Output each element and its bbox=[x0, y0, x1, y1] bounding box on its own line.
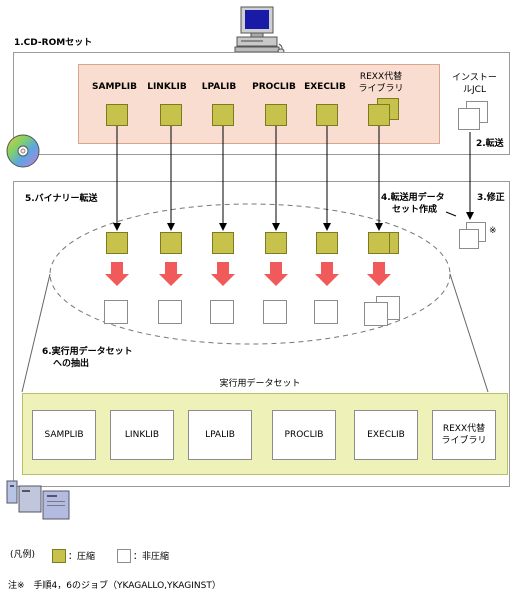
extract-label: への抽出 bbox=[53, 359, 90, 369]
create-ds-label: 4.転送用データ bbox=[381, 193, 445, 203]
lib-label: EXECLIB bbox=[304, 82, 346, 92]
lib-label: LPALIB bbox=[201, 82, 237, 92]
uncompressed-square bbox=[263, 300, 287, 324]
exec-ds-box: LPALIB bbox=[188, 410, 252, 460]
install-jcl-label: ルJCL bbox=[463, 85, 486, 95]
legend-title: (凡例) bbox=[10, 550, 36, 560]
exec-ds-name: LPALIB bbox=[205, 430, 235, 440]
exec-ds-name: SAMPLIB bbox=[44, 430, 84, 440]
binary-transfer-label: 5.バイナリー転送 bbox=[25, 194, 98, 204]
legend-compressed-swatch bbox=[52, 549, 66, 563]
compressed-square bbox=[265, 104, 287, 126]
lib-label: LINKLIB bbox=[147, 82, 187, 92]
uncompressed-square bbox=[314, 300, 338, 324]
exec-ds-title: 実行用データセット bbox=[219, 379, 301, 389]
compressed-square bbox=[265, 232, 287, 254]
extract-label: 6.実行用データセット bbox=[42, 347, 133, 357]
footnote: 注※ 手順4，6のジョブ（YKAGALLO,YKAGINST） bbox=[8, 581, 221, 591]
uncompressed-square bbox=[104, 300, 128, 324]
compressed-square bbox=[106, 104, 128, 126]
cdrom-set-label: 1.CD-ROMセット bbox=[14, 38, 93, 48]
lib-label: REXX代替 bbox=[359, 72, 403, 82]
compressed-square bbox=[212, 232, 234, 254]
exec-ds-box: SAMPLIB bbox=[32, 410, 96, 460]
exec-ds-name: EXECLIB bbox=[367, 430, 405, 440]
legend-compressed-label: ：圧縮 bbox=[68, 552, 96, 562]
lib-label: SAMPLIB bbox=[92, 82, 137, 92]
exec-dataset-band bbox=[22, 393, 508, 475]
exec-ds-name: PROCLIB bbox=[284, 430, 324, 440]
modify-label: 3.修正 bbox=[477, 193, 505, 203]
install-jcl-label: インストー bbox=[452, 73, 497, 83]
exec-ds-name: LINKLIB bbox=[124, 430, 160, 440]
uncompressed-square bbox=[210, 300, 234, 324]
transfer-label: 2.転送 bbox=[476, 139, 504, 149]
exec-ds-box: PROCLIB bbox=[272, 410, 336, 460]
exec-ds-box: REXX代替 ライブラリ bbox=[432, 410, 496, 460]
mainframe-icon bbox=[6, 480, 70, 520]
exec-ds-name: REXX代替 bbox=[442, 424, 486, 434]
uncompressed-square bbox=[158, 300, 182, 324]
compressed-square bbox=[368, 232, 390, 254]
modified-jcl-doc bbox=[459, 229, 479, 249]
lib-label: PROCLIB bbox=[252, 82, 296, 92]
compressed-square bbox=[368, 104, 390, 126]
compressed-square bbox=[212, 104, 234, 126]
uncompressed-square bbox=[364, 302, 388, 326]
exec-ds-box: LINKLIB bbox=[110, 410, 174, 460]
exec-ds-name: ライブラリ bbox=[441, 436, 487, 446]
note-mark: ※ bbox=[489, 226, 497, 236]
cd-icon bbox=[6, 134, 40, 168]
compressed-square bbox=[316, 104, 338, 126]
create-ds-label: セット作成 bbox=[392, 205, 438, 215]
legend-uncompressed-label: ：非圧縮 bbox=[133, 552, 170, 562]
compressed-square bbox=[316, 232, 338, 254]
lib-label: ライブラリ bbox=[358, 84, 404, 94]
legend-uncompressed-swatch bbox=[117, 549, 131, 563]
compressed-square bbox=[106, 232, 128, 254]
jcl-doc bbox=[458, 108, 480, 130]
exec-ds-box: EXECLIB bbox=[354, 410, 418, 460]
compressed-square bbox=[160, 104, 182, 126]
compressed-square bbox=[160, 232, 182, 254]
